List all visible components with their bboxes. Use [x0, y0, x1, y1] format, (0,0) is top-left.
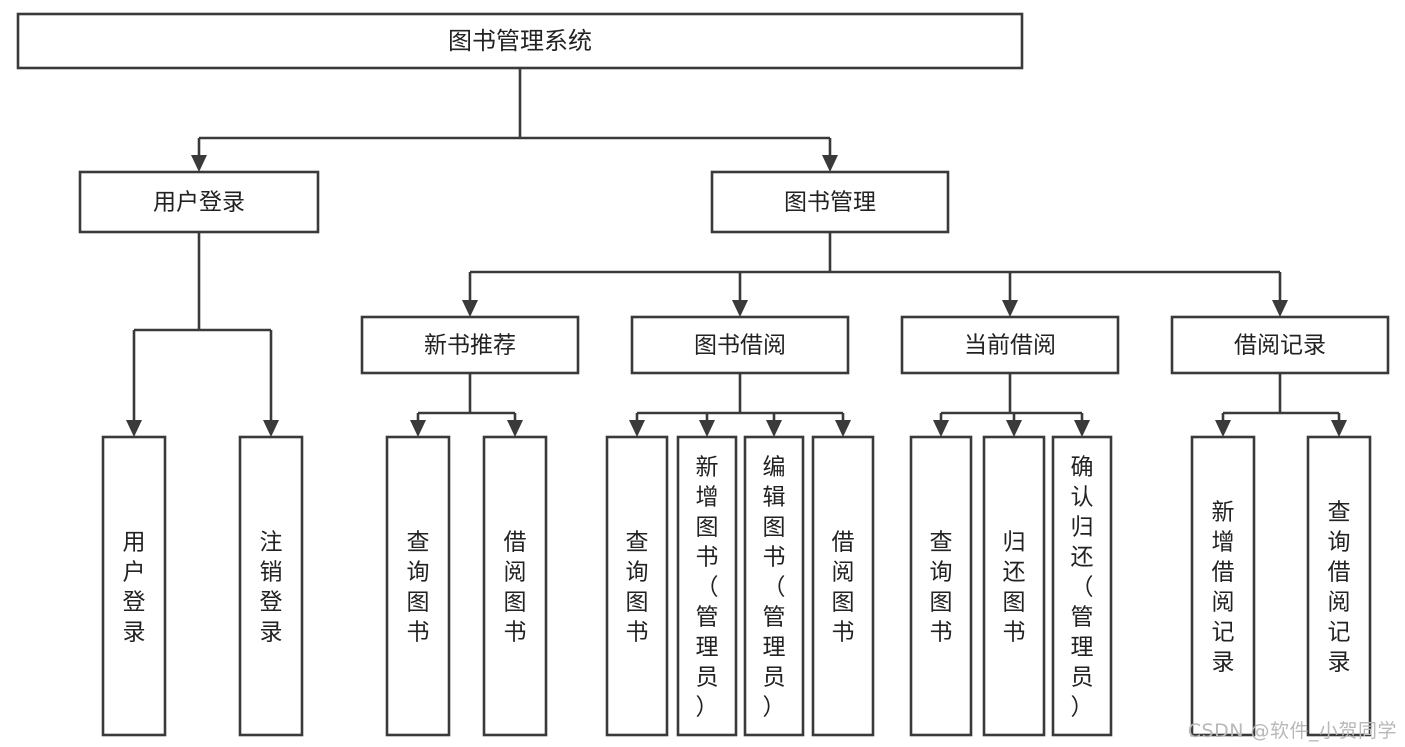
arrow-head-icon [410, 420, 426, 437]
node-root-label: 图书管理系统 [448, 27, 592, 55]
node-root[interactable]: 图书管理系统 [16, 12, 1024, 70]
node-leaf-borrow-book-bw-label: 借阅图书 [832, 529, 855, 645]
node-book-manage-label: 图书管理 [784, 190, 876, 216]
node-user-login[interactable]: 用户登录 [78, 170, 320, 234]
node-leaf-add-record[interactable]: 新增借阅记录 [1190, 435, 1256, 737]
arrow-head-icon [629, 420, 645, 437]
arrow-head-icon [699, 420, 715, 437]
node-current-borrow-label: 当前借阅 [964, 333, 1056, 359]
node-leaf-borrow-book-rec-box[interactable] [482, 435, 548, 737]
node-new-book-rec-box[interactable] [360, 315, 580, 375]
node-leaf-query-book-bw-box[interactable] [605, 435, 669, 737]
csdn-watermark: CSDN @软件_小贺同学 [1187, 720, 1397, 742]
arrow-head-icon [835, 420, 851, 437]
node-leaf-query-record-label: 查询借阅记录 [1328, 499, 1351, 675]
node-user-login-box[interactable] [78, 170, 320, 234]
arrow-head-icon [766, 420, 782, 437]
arrow-head-icon [933, 420, 949, 437]
arrow-head-icon [507, 420, 523, 437]
node-leaf-return-book-box[interactable] [982, 435, 1046, 737]
node-leaf-borrow-book-bw-box[interactable] [811, 435, 875, 737]
node-borrow-record-box[interactable] [1170, 315, 1390, 375]
arrow-head-icon [263, 420, 279, 437]
node-leaf-add-book[interactable]: 新增图书（管理员） [676, 435, 738, 737]
node-leaf-query-book-cb[interactable]: 查询图书 [909, 435, 973, 737]
node-new-book-rec[interactable]: 新书推荐 [360, 315, 580, 375]
arrow-head-icon [1002, 300, 1018, 317]
node-leaf-query-book-bw-label: 查询图书 [626, 529, 649, 645]
node-borrow-record-label: 借阅记录 [1234, 333, 1326, 359]
node-leaf-query-book-rec-box[interactable] [385, 435, 451, 737]
arrow-head-icon [126, 420, 142, 437]
node-book-borrow[interactable]: 图书借阅 [630, 315, 850, 375]
node-leaf-edit-book-label: 编辑图书（管理员） [763, 454, 786, 720]
node-leaf-query-book-cb-box[interactable] [909, 435, 973, 737]
node-leaf-user-logout[interactable]: 注销登录 [238, 435, 304, 737]
node-current-borrow[interactable]: 当前借阅 [900, 315, 1120, 375]
node-book-manage[interactable]: 图书管理 [710, 170, 950, 234]
arrow-head-icon [732, 300, 748, 317]
node-leaf-query-record-box[interactable] [1306, 435, 1372, 737]
arrow-head-icon [1074, 420, 1090, 437]
nodes-layer: 图书管理系统用户登录图书管理新书推荐图书借阅当前借阅借阅记录用户登录注销登录查询… [16, 12, 1390, 737]
node-book-manage-box[interactable] [710, 170, 950, 234]
node-leaf-confirm-return-label: 确认归还（管理员） [1071, 454, 1094, 720]
node-leaf-query-book-rec[interactable]: 查询图书 [385, 435, 451, 737]
node-book-borrow-box[interactable] [630, 315, 850, 375]
node-leaf-user-logout-label: 注销登录 [260, 529, 283, 645]
arrow-head-icon [191, 155, 207, 172]
arrow-head-icon [822, 155, 838, 172]
node-leaf-add-record-box[interactable] [1190, 435, 1256, 737]
arrow-head-icon [462, 300, 478, 317]
node-book-borrow-label: 图书借阅 [694, 333, 786, 359]
node-leaf-confirm-return-box[interactable] [1051, 435, 1113, 737]
node-borrow-record[interactable]: 借阅记录 [1170, 315, 1390, 375]
node-leaf-borrow-book-rec-label: 借阅图书 [504, 529, 527, 645]
node-current-borrow-box[interactable] [900, 315, 1120, 375]
node-new-book-rec-label: 新书推荐 [424, 333, 516, 359]
node-leaf-query-record[interactable]: 查询借阅记录 [1306, 435, 1372, 737]
node-leaf-add-book-box[interactable] [676, 435, 738, 737]
node-leaf-edit-book[interactable]: 编辑图书（管理员） [743, 435, 805, 737]
node-leaf-borrow-book-rec[interactable]: 借阅图书 [482, 435, 548, 737]
node-leaf-edit-book-box[interactable] [743, 435, 805, 737]
connectors-layer [126, 68, 1347, 437]
node-leaf-return-book-label: 归还图书 [1003, 529, 1026, 645]
node-leaf-return-book[interactable]: 归还图书 [982, 435, 1046, 737]
node-leaf-query-book-bw[interactable]: 查询图书 [605, 435, 669, 737]
node-leaf-user-login-box[interactable] [101, 435, 167, 737]
node-leaf-user-login-label: 用户登录 [123, 529, 146, 645]
node-leaf-user-login[interactable]: 用户登录 [101, 435, 167, 737]
node-root-box[interactable] [16, 12, 1024, 70]
node-leaf-confirm-return[interactable]: 确认归还（管理员） [1051, 435, 1113, 737]
arrow-head-icon [1215, 420, 1231, 437]
node-leaf-add-record-label: 新增借阅记录 [1212, 499, 1235, 675]
node-leaf-user-logout-box[interactable] [238, 435, 304, 737]
arrow-head-icon [1006, 420, 1022, 437]
arrow-head-icon [1272, 300, 1288, 317]
node-leaf-add-book-label: 新增图书（管理员） [696, 454, 719, 720]
node-leaf-borrow-book-bw[interactable]: 借阅图书 [811, 435, 875, 737]
node-leaf-query-book-cb-label: 查询图书 [930, 529, 953, 645]
node-user-login-label: 用户登录 [153, 190, 245, 216]
node-leaf-query-book-rec-label: 查询图书 [407, 529, 430, 645]
arrow-head-icon [1331, 420, 1347, 437]
